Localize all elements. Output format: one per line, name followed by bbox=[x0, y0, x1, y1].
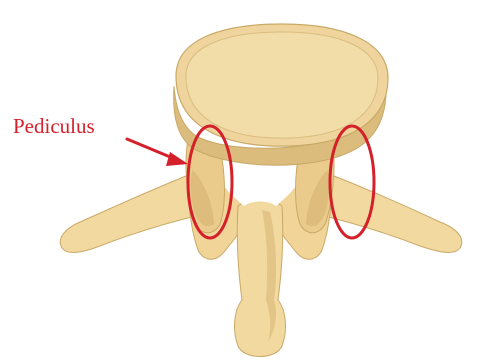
spinous-process bbox=[235, 199, 286, 357]
pediculus-label: Pediculus bbox=[13, 116, 95, 137]
annotation-arrow bbox=[127, 139, 188, 166]
left-transverse-process bbox=[60, 172, 204, 252]
right-transverse-process bbox=[316, 172, 462, 252]
vertebral-body-endplate bbox=[186, 32, 378, 138]
